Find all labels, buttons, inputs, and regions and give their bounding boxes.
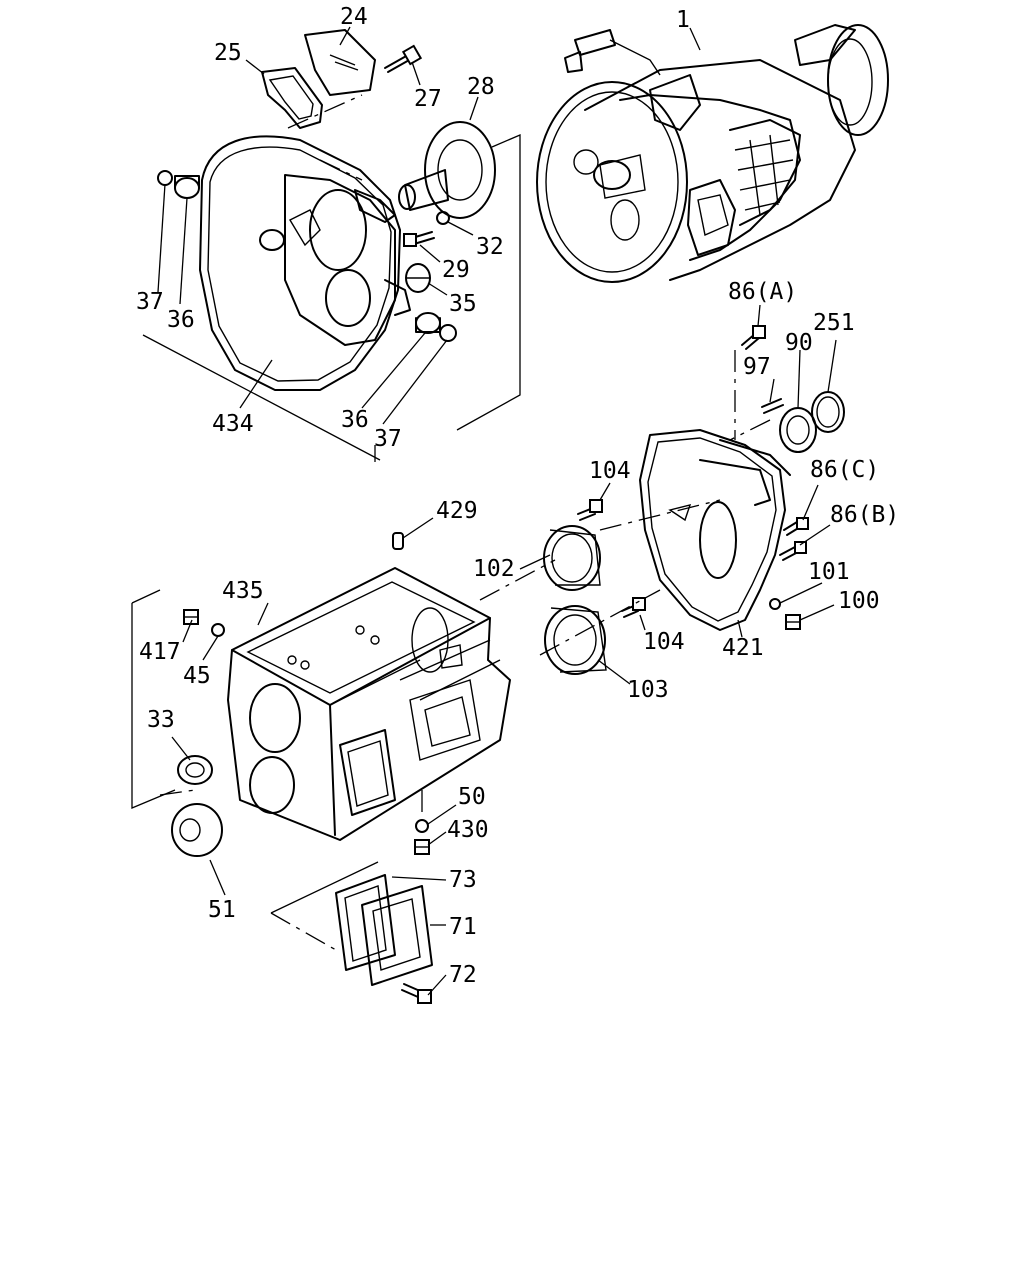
callout-35: 35 [449,291,477,317]
alignment-lines [159,94,771,951]
callout-labels: 1 24 25 27 28 32 29 35 37 36 434 36 37 8… [136,4,899,988]
callout-430: 430 [447,817,489,843]
leader-lines [131,26,837,996]
callout-51: 51 [208,897,236,923]
washer-32 [436,211,450,225]
callout-72: 72 [449,962,477,988]
bolt-86b [779,541,807,561]
cover-102 [543,525,601,591]
clutch-housing-421 [639,429,791,631]
washer-50 [415,819,429,833]
callout-417: 417 [139,639,181,665]
bolt-27 [384,44,423,73]
callout-97: 97 [743,354,771,380]
callout-24: 24 [340,4,368,30]
callout-1: 1 [676,7,690,33]
callout-429: 429 [436,498,478,524]
callout-25: 25 [214,40,242,66]
callout-103: 103 [627,677,669,703]
drain-plug-430 [414,839,430,855]
cover-103 [544,605,607,675]
plug-35 [405,263,431,293]
callout-45: 45 [183,663,211,689]
callout-33: 33 [147,707,175,733]
callout-101: 101 [808,559,850,585]
callout-37-upper: 37 [136,289,164,315]
callout-421: 421 [722,635,764,661]
bolt-86c [783,517,809,536]
callout-90: 90 [785,330,813,356]
bolt-104-upper [577,499,603,521]
callout-434: 434 [212,411,254,437]
callout-32: 32 [476,234,504,260]
callout-251: 251 [813,310,855,336]
washer-101 [769,598,781,610]
cover-plate-24 [304,29,376,96]
gasket-25 [261,67,323,129]
callout-435: 435 [222,578,264,604]
bolt-29 [403,231,435,247]
shaft-sleeve-28 [398,121,496,219]
callout-102: 102 [473,556,515,582]
flywheel-housing-434 [199,135,411,391]
oil-seal-90 [779,407,817,453]
dowel-pin-429 [392,532,404,550]
callout-73: 73 [449,867,477,893]
bolt-86a [741,325,766,350]
bolt-104-lower [621,597,646,618]
callout-37-lower: 37 [374,426,402,452]
seal-ring-37-upper [157,170,173,186]
callout-104-lower: 104 [643,629,685,655]
plug-100 [785,614,801,630]
callout-86c: 86(C) [810,457,879,483]
callout-71: 71 [449,914,477,940]
callout-29: 29 [442,257,470,283]
callout-27: 27 [414,86,442,112]
gasket-73 [335,874,396,971]
transmission-assembly [536,24,889,283]
washer-45 [211,623,225,637]
bolt-72 [401,983,432,1004]
callout-36-upper: 36 [167,307,195,333]
callout-104-upper: 104 [589,458,631,484]
bushing-36-lower [415,312,441,334]
callout-50: 50 [458,784,486,810]
bushing-36-upper [174,175,200,199]
seal-ring-37-lower [439,324,457,342]
callout-86a: 86(A) [728,279,797,305]
callout-28: 28 [467,74,495,100]
stud-97 [761,398,784,414]
cap-51 [171,803,223,857]
snap-ring-251 [811,391,845,433]
cover-71 [361,885,433,986]
callout-86b: 86(B) [830,502,899,528]
callout-100: 100 [838,588,880,614]
transmission-case-435 [227,567,511,841]
callout-36-lower: 36 [341,407,369,433]
oil-seal-33 [177,755,213,785]
